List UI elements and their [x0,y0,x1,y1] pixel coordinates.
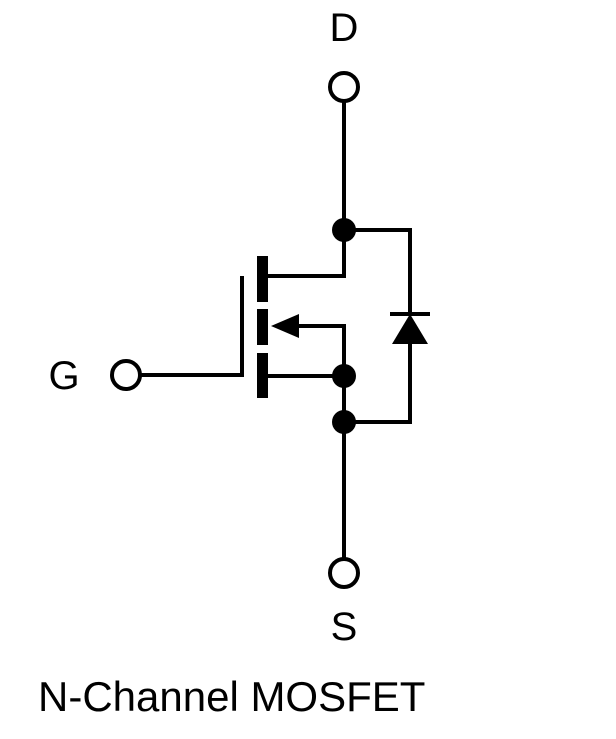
gate-label: G [48,354,79,398]
diagram-caption: N-Channel MOSFET [38,673,426,720]
source-label: S [331,605,358,649]
drain-label: D [330,6,359,50]
junction-drain [332,218,356,242]
gate-terminal [110,359,142,391]
channel-segment-drain [257,256,268,302]
junction-source-body [332,364,356,388]
drain-terminal [328,71,360,103]
body-arrow [271,314,299,338]
source-terminal [328,557,360,589]
body-diode-triangle [392,314,428,344]
junction-source-diode [332,410,356,434]
channel-segment-body [257,309,268,345]
channel-segment-source [257,353,268,398]
